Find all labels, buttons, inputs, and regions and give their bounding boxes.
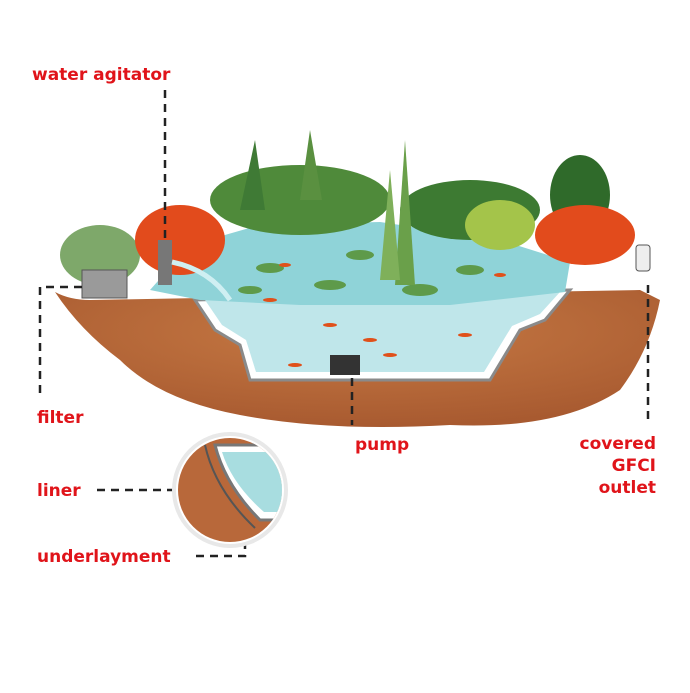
pond-water-surface bbox=[150, 222, 570, 305]
label-outlet-line: GFCI bbox=[611, 456, 656, 476]
pump bbox=[330, 355, 360, 375]
label-pump: pump bbox=[355, 435, 410, 455]
koi-fish bbox=[263, 263, 506, 367]
plants bbox=[60, 130, 635, 285]
label-covered-gfci-outlet: covered GFCI outlet bbox=[580, 433, 656, 499]
label-water-agitator: water agitator bbox=[32, 65, 171, 85]
label-outlet-line: covered bbox=[579, 434, 656, 454]
filter-unit bbox=[81, 269, 128, 299]
label-liner: liner bbox=[37, 481, 81, 501]
water-agitator bbox=[158, 240, 172, 285]
gfci-outlet bbox=[635, 244, 651, 272]
leader-lines bbox=[38, 90, 650, 558]
label-underlayment: underlayment bbox=[37, 547, 171, 567]
label-filter: filter bbox=[37, 408, 84, 428]
label-outlet-line: outlet bbox=[598, 478, 656, 498]
liner-detail-inset bbox=[172, 432, 288, 548]
lily-pads bbox=[238, 250, 484, 296]
pond-water-deep bbox=[205, 292, 560, 372]
